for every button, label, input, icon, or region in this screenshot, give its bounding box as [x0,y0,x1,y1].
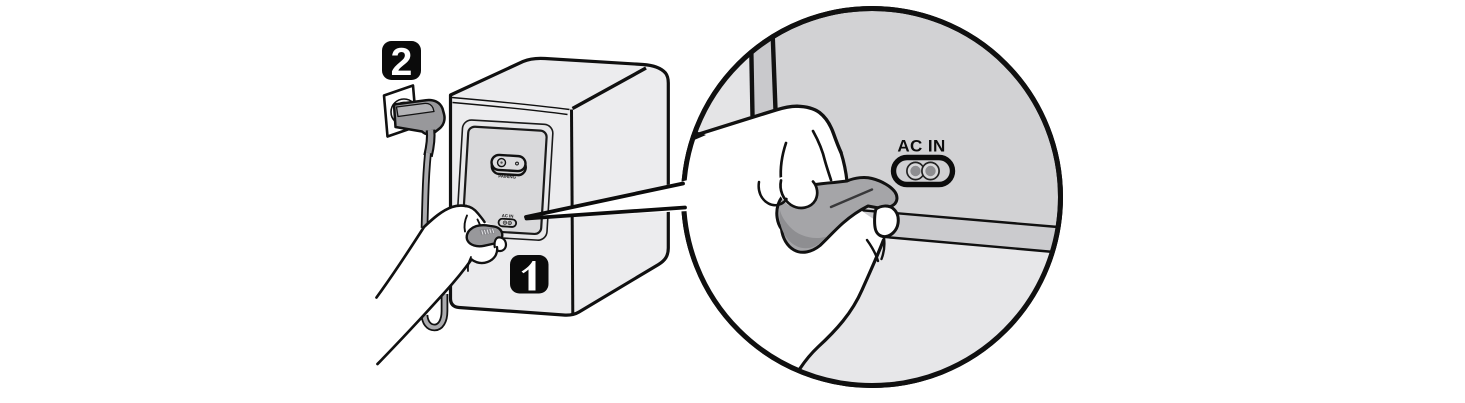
svg-text:PAIRING: PAIRING [498,173,517,179]
svg-text:AC IN: AC IN [897,137,945,156]
svg-text:2: 2 [391,41,413,84]
svg-text:AC IN: AC IN [502,213,514,219]
